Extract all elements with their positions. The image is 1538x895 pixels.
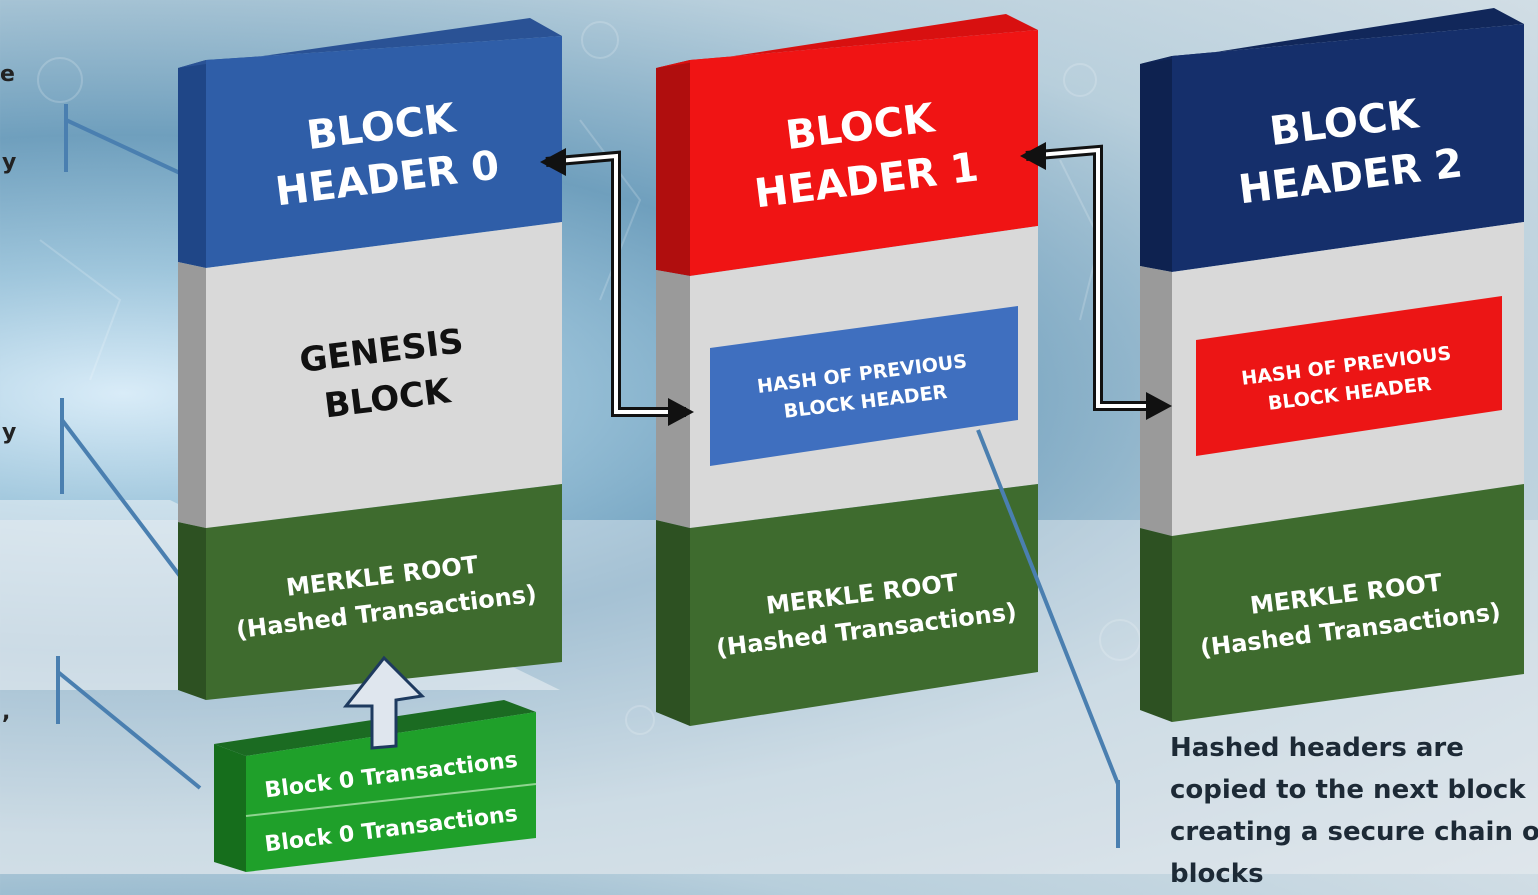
block-header-2	[1172, 24, 1524, 272]
hash-box-2	[1196, 296, 1502, 456]
transaction-row-0	[246, 712, 536, 816]
chain-caption: Hashed headers are copied to the next bl…	[1170, 727, 1538, 895]
edge-text-fragment-3: ,	[2, 700, 11, 725]
block-1: BLOCK HEADER 1 HASH OF PREVIOUS BLOCK HE…	[656, 14, 1038, 726]
block-header-1	[690, 30, 1038, 276]
caption-line-3: creating a secure chain o	[1170, 817, 1538, 847]
connector-arrow-1-2	[1020, 142, 1172, 420]
caption-line-4: blocks	[1170, 859, 1264, 889]
edge-text-fragment-1: y	[2, 150, 17, 175]
connector-arrow-0-1	[540, 148, 694, 426]
caption-line-2: copied to the next block	[1170, 775, 1526, 805]
merkle-root-0	[206, 484, 562, 700]
caption-callout-line	[976, 429, 1120, 848]
block-0: BLOCK HEADER 0 GENESIS BLOCK MERKLE ROOT…	[178, 18, 562, 700]
edge-text-fragment-2: y	[2, 420, 17, 445]
blockchain-diagram: BLOCK HEADER 0 GENESIS BLOCK MERKLE ROOT…	[56, 8, 1524, 872]
hash-box-1	[710, 306, 1018, 466]
transactions-up-arrow	[342, 655, 426, 750]
block-2: BLOCK HEADER 2 HASH OF PREVIOUS BLOCK HE…	[1140, 8, 1524, 722]
merkle-root-1	[690, 484, 1038, 726]
caption-line-1: Hashed headers are	[1170, 733, 1464, 763]
block-header-0	[206, 36, 562, 268]
transaction-row-1	[246, 784, 536, 872]
genesis-block-body	[206, 222, 562, 528]
merkle-root-2	[1172, 484, 1524, 722]
left-callout-lines	[56, 104, 239, 790]
edge-text-fragment-0: e	[0, 62, 15, 87]
